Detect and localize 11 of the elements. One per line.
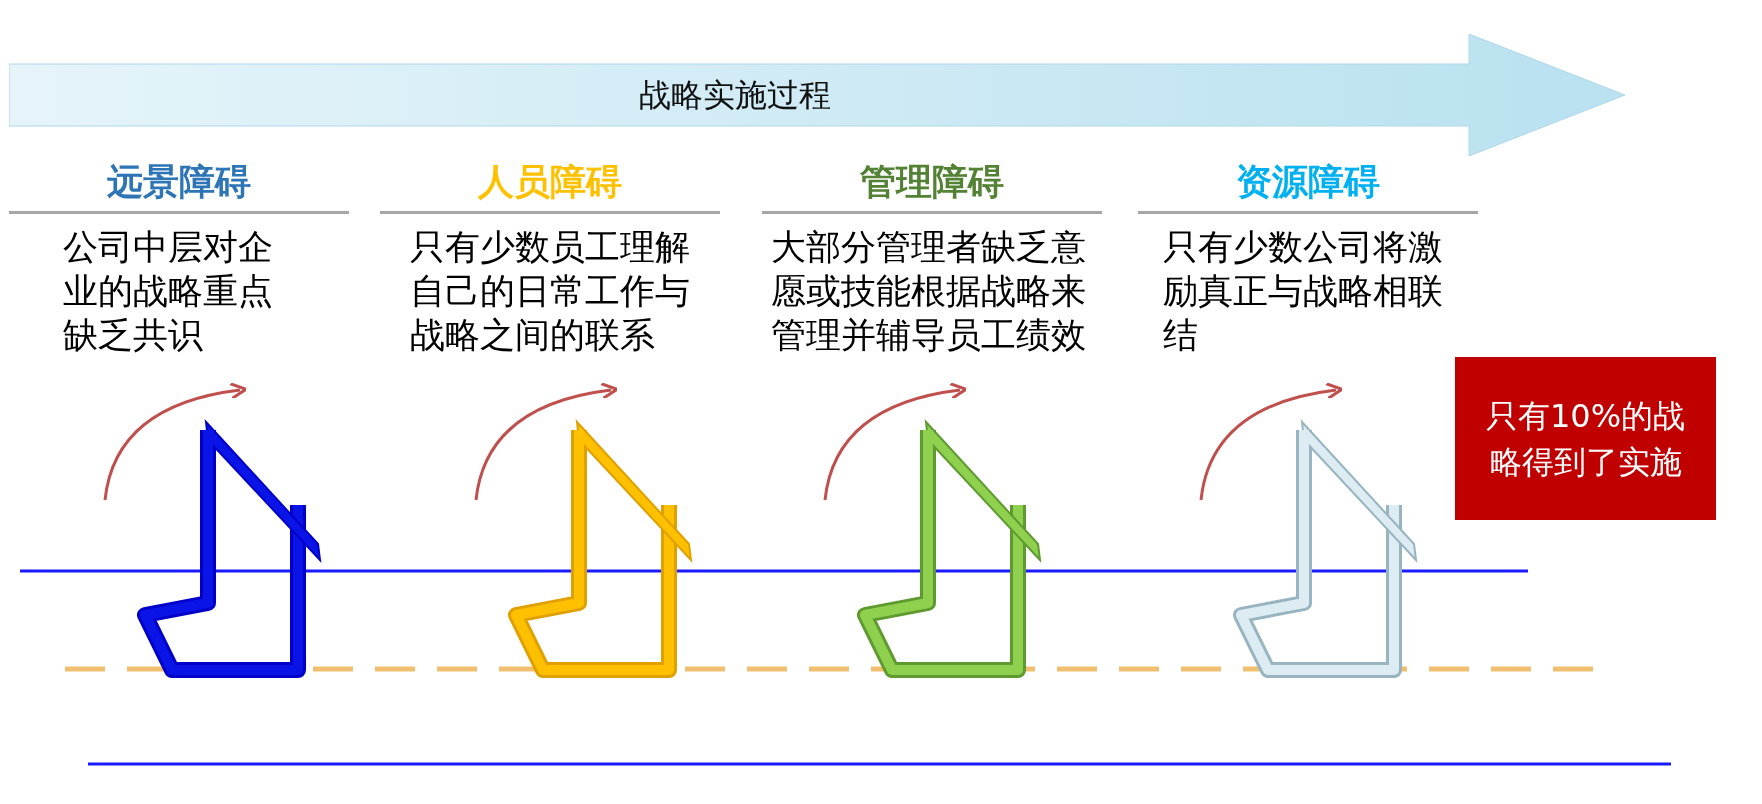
description-text: 大部分管理者缺乏意愿或技能根据战略来管理并辅导员工绩效	[771, 226, 1087, 357]
column-heading: 人员障碍	[477, 160, 623, 204]
result-box: 只有10%的战略得到了实施	[1455, 357, 1716, 520]
column-heading: 远景障碍	[106, 160, 252, 204]
column-heading: 资源障碍	[1235, 160, 1381, 204]
banner-text: 战略实施过程	[639, 76, 831, 114]
description-text: 只有少数公司将激励真正与战略相联结	[1163, 226, 1444, 357]
description-text: 只有少数员工理解自己的日常工作与战略之间的联系	[410, 226, 691, 357]
process-arrow	[9, 34, 1625, 156]
description-text: 公司中层对企业的战略重点缺乏共识	[63, 226, 274, 357]
column-heading: 管理障碍	[859, 160, 1005, 204]
